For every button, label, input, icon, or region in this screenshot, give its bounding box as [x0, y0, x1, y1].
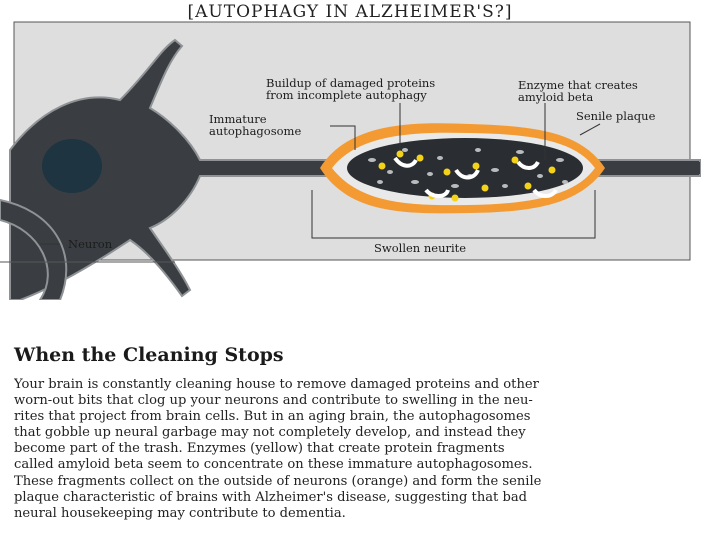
- figure-title: [AUTOPHAGY IN ALZHEIMER'S?]: [187, 2, 513, 22]
- article-line: worn-out bits that clog up your neurons …: [14, 393, 533, 409]
- nucleus: [42, 139, 102, 193]
- article-line: rites that project from brain cells. But…: [14, 409, 531, 425]
- article-line: become part of the trash. Enzymes (yello…: [14, 441, 505, 457]
- article-line: plaque characteristic of brains with Alz…: [14, 489, 528, 505]
- damaged-proteins: [393, 156, 558, 198]
- immature-autophagosome: [347, 138, 583, 198]
- label-neuron: Neuron: [68, 237, 113, 251]
- enzyme-dots: [378, 150, 556, 202]
- label-senile-plaque: Senile plaque: [576, 109, 656, 123]
- article-body: Your brain is constantly cleaning house …: [14, 377, 714, 522]
- label-swollen-neurite: Swollen neurite: [374, 241, 467, 255]
- article-heading: When the Cleaning Stops: [14, 344, 284, 366]
- article-line: neural housekeeping may contribute to de…: [14, 505, 346, 521]
- label-buildup: Buildup of damaged proteins from incompl…: [266, 76, 436, 102]
- article-line: that gobble up neural garbage may not co…: [14, 425, 526, 441]
- article-line: These fragments collect on the outside o…: [14, 473, 542, 489]
- callout-lines: [40, 103, 601, 245]
- label-enzyme: Enzyme that creates amyloid beta: [518, 78, 638, 104]
- article-line: Your brain is constantly cleaning house …: [14, 377, 539, 392]
- autophagy-diagram: [0, 21, 701, 300]
- label-immature-autophagosome: Immature autophagosome: [209, 112, 302, 138]
- article-line: called amyloid beta seem to concentrate …: [14, 457, 533, 473]
